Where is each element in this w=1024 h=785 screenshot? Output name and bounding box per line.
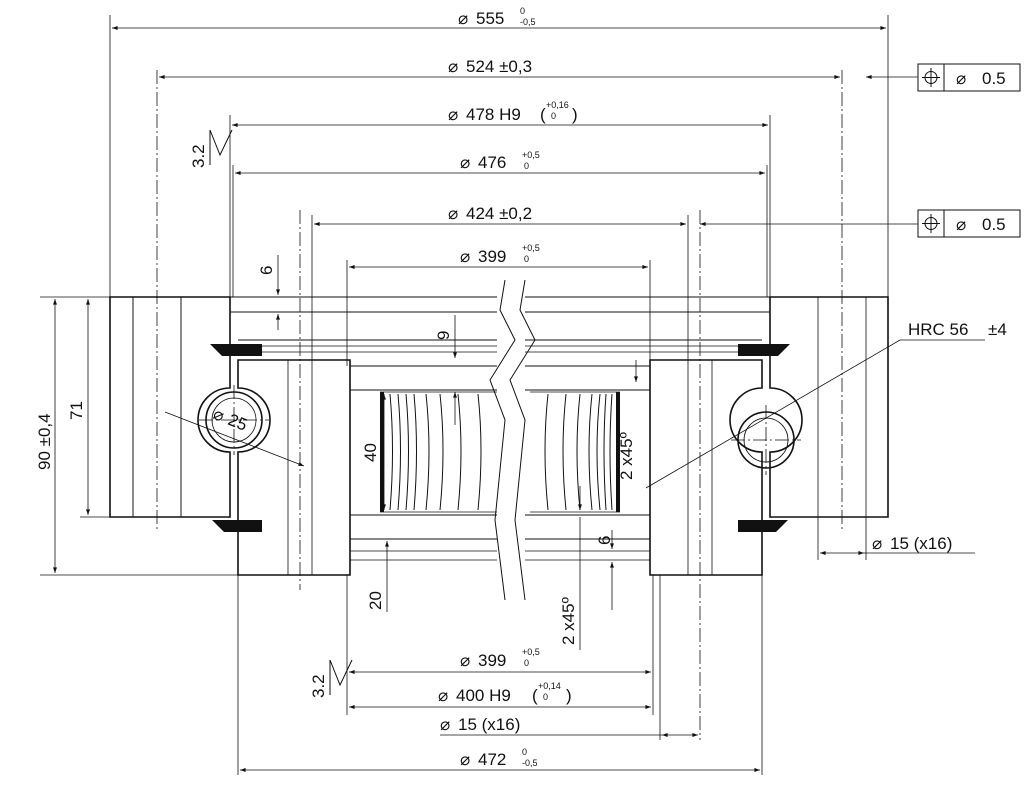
inner-ring-right [649, 359, 763, 576]
dim-90: 90 ±0,4 [35, 413, 54, 470]
tol-value: 0.5 [982, 69, 1006, 88]
roughness-value-bottom: 3.2 [309, 674, 328, 698]
svg-text:⌀: ⌀ [460, 247, 470, 266]
tol-value: 0.5 [982, 215, 1006, 234]
svg-text:399: 399 [478, 651, 506, 670]
svg-text:399: 399 [478, 247, 506, 266]
svg-text:0: 0 [524, 161, 529, 171]
svg-text:±4: ±4 [988, 320, 1007, 339]
svg-text:-0,5: -0,5 [520, 17, 536, 27]
svg-text:-0,5: -0,5 [522, 758, 538, 768]
position-icon [922, 68, 940, 87]
ball-left [199, 385, 269, 455]
dim-472: ⌀ 472 0 -0,5 [460, 747, 538, 769]
svg-text:⌀: ⌀ [448, 105, 458, 124]
svg-text:524 ±0,3: 524 ±0,3 [466, 57, 532, 76]
dim-40: 40 [361, 443, 380, 462]
svg-text:⌀: ⌀ [438, 686, 448, 705]
dim-20: 20 [366, 591, 385, 610]
svg-text:0: 0 [524, 658, 529, 668]
tol-zone-symbol: ⌀ [956, 69, 966, 88]
dim-15-bottom: ⌀ 15 (x16) [440, 715, 520, 734]
svg-text:400 H9: 400 H9 [456, 686, 511, 705]
outer-ring-left [109, 296, 231, 518]
extension-lines [40, 15, 889, 775]
position-icon [922, 214, 940, 233]
svg-text:+0,16: +0,16 [546, 100, 569, 110]
svg-text:⌀: ⌀ [458, 9, 468, 28]
svg-text:15 (x16): 15 (x16) [890, 534, 952, 553]
svg-text:0: 0 [522, 747, 527, 757]
svg-text:0: 0 [543, 692, 548, 702]
svg-text:+0,5: +0,5 [522, 243, 540, 253]
svg-text:): ) [566, 686, 572, 705]
svg-text:(: ( [540, 105, 546, 124]
svg-text:⌀: ⌀ [460, 651, 470, 670]
tolerance-frame-middle: ⌀ 0.5 [917, 209, 1021, 238]
svg-text:⌀: ⌀ [211, 404, 228, 425]
svg-text:555: 555 [476, 9, 504, 28]
dim-399-top: ⌀ 399 +0,5 0 [460, 243, 540, 266]
dim-71: 71 [67, 401, 86, 420]
ball-right [731, 405, 801, 475]
svg-text:⌀: ⌀ [460, 750, 470, 769]
dim-555: ⌀ 555 0 -0,5 [458, 6, 536, 28]
svg-text:HRC 56: HRC 56 [908, 320, 968, 339]
svg-text:472: 472 [478, 750, 506, 769]
dim-424: ⌀ 424 ±0,2 [448, 204, 532, 223]
dim-15-right: ⌀ 15 (x16) [872, 534, 952, 553]
svg-text:476: 476 [478, 153, 506, 172]
svg-text:⌀: ⌀ [448, 204, 458, 223]
inner-ring-left [237, 359, 351, 576]
svg-text:⌀: ⌀ [872, 534, 882, 553]
svg-text:15 (x16): 15 (x16) [458, 715, 520, 734]
svg-text:0: 0 [551, 111, 556, 121]
outer-ring-right [769, 296, 889, 518]
svg-text:+0,5: +0,5 [522, 647, 540, 657]
roughness-value-top: 3.2 [189, 144, 208, 168]
svg-text:⌀: ⌀ [460, 153, 470, 172]
svg-text:0: 0 [520, 6, 525, 16]
svg-text:0: 0 [524, 254, 529, 264]
hardness-label: HRC 56 ±4 [908, 320, 1007, 339]
dim-6-top: 6 [257, 266, 276, 275]
tolerance-frame-top: ⌀ 0.5 [917, 63, 1021, 92]
dim-478: ⌀ 478 H9 ( +0,16 0 ) [448, 100, 578, 124]
seals [210, 344, 790, 532]
dim-6-bottom: 6 [595, 536, 614, 545]
center-lines [156, 70, 843, 740]
dimension-lines [53, 26, 985, 772]
dim-ball: ⌀ 25 [211, 404, 250, 435]
roughness-symbol-bottom [329, 659, 353, 695]
svg-text:(: ( [532, 686, 538, 705]
dim-9: 9 [434, 331, 453, 340]
svg-text:424 ±0,2: 424 ±0,2 [466, 204, 532, 223]
svg-text:25: 25 [225, 410, 250, 435]
svg-text:⌀: ⌀ [448, 57, 458, 76]
dim-chamfer-right: 2 x45º [617, 432, 636, 480]
roughness-symbol-top [209, 129, 233, 165]
dim-400: ⌀ 400 H9 ( +0,14 0 ) [438, 681, 572, 705]
break-line [489, 279, 536, 601]
dim-chamfer-bottom: 2 x45º [559, 597, 578, 645]
svg-text:): ) [572, 105, 578, 124]
svg-text:+0,14: +0,14 [538, 681, 561, 691]
dim-476: ⌀ 476 +0,5 0 [460, 150, 540, 172]
svg-text:+0,5: +0,5 [522, 150, 540, 160]
tol-zone-symbol: ⌀ [956, 215, 966, 234]
svg-text:478 H9: 478 H9 [466, 105, 521, 124]
svg-text:⌀: ⌀ [440, 715, 450, 734]
dim-524: ⌀ 524 ±0,3 [448, 57, 532, 76]
dim-399-bottom: ⌀ 399 +0,5 0 [460, 647, 540, 670]
